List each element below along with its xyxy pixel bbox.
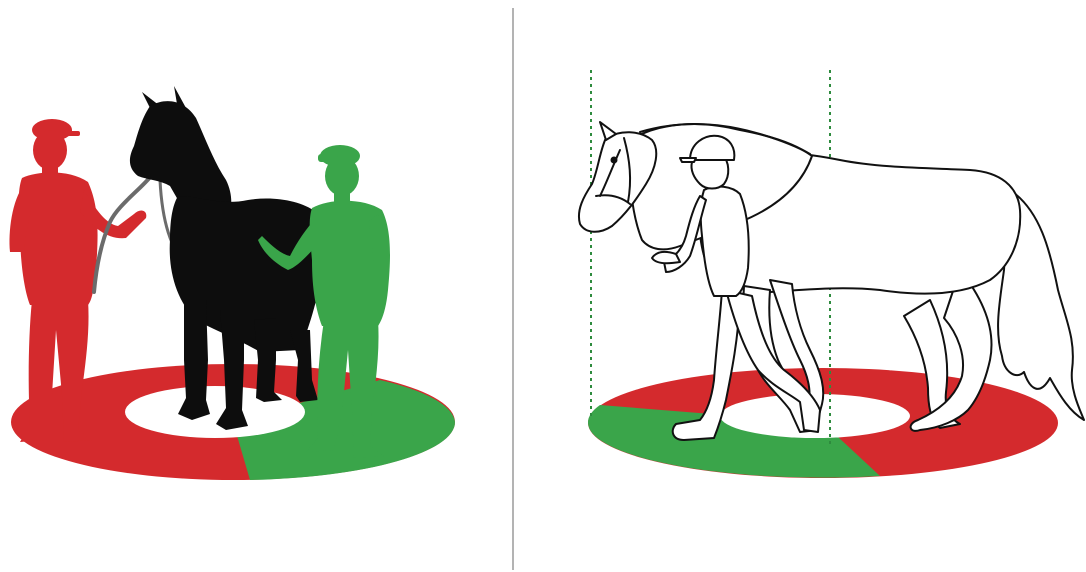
outline-handler-torso <box>701 187 749 296</box>
right-panel <box>579 70 1084 478</box>
outline-handler-helmet-visor <box>680 158 696 162</box>
outline-handler-hand-on-horse <box>652 252 680 263</box>
outline-horse-eye <box>612 158 617 163</box>
left-ring-inner-hole <box>125 386 305 438</box>
left-panel <box>10 86 455 480</box>
